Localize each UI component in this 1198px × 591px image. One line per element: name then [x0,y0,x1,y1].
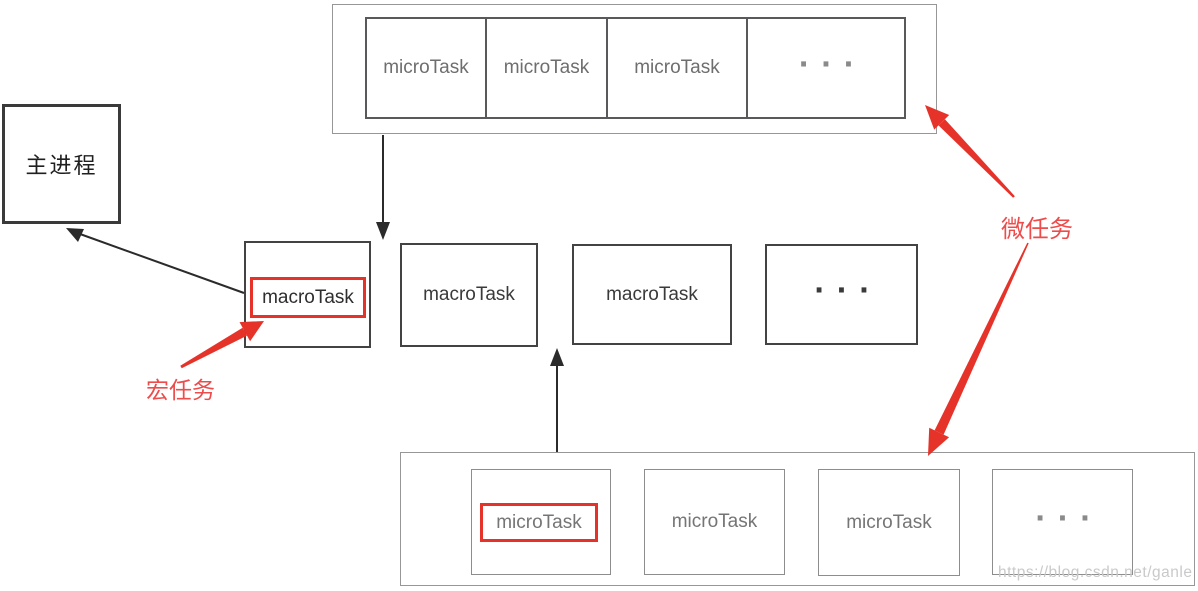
main-process-label: 主进程 [25,153,98,178]
macrotask-box-current: macroTask [244,241,371,348]
microtask-cell-label: microTask [634,57,720,78]
macrotask-highlight-rect: macroTask [250,277,366,318]
microtask-highlight-rect: microTask [480,503,598,542]
ellipsis-label: ... [1035,490,1103,529]
arrow-micro-annotation-bottom-icon [928,242,1029,456]
microtask-cell: microTask [365,17,487,119]
arrow-bottomqueue-to-macrorow-icon [550,348,564,452]
microtask-box-current: microTask [471,469,611,575]
microtask-cell: microTask [606,17,748,119]
macrotask-box: macroTask [400,243,538,347]
microtask-strip: microTask microTask microTask ... [365,17,906,119]
microtask-label: microTask [671,511,758,532]
microtask-queue-bottom: microTask microTask microTask ... [400,452,1195,586]
macrotask-label: macroTask [606,283,698,305]
microtask-cell: microTask [485,17,608,119]
arrow-macrotask-to-mainprocess-icon [66,228,245,294]
microtask-label: microTask [496,511,582,533]
microtask-label: microTask [846,511,932,533]
macrotask-box: macroTask [572,244,732,345]
macro-annotation-label: 宏任务 [146,378,215,404]
microtask-ellipsis-box: ... [992,469,1133,575]
microtask-box: microTask [644,469,785,575]
macrotask-label: macroTask [262,286,354,308]
watermark-url: https://blog.csdn.net/ganle [998,564,1193,581]
microtask-cell-label: microTask [503,57,590,78]
microtask-queue-top: microTask microTask microTask ... [332,4,937,134]
ellipsis-cell: ... [746,17,906,119]
micro-annotation-label: 微任务 [1001,215,1073,243]
arrow-topqueue-to-macrorow-icon [376,135,390,240]
microtask-box: microTask [818,469,960,576]
microtask-cell-label: microTask [383,57,469,78]
arrow-micro-annotation-top-icon [925,105,1015,198]
ellipsis-label: ... [798,36,867,75]
ellipsis-label: ... [814,262,882,301]
macrotask-ellipsis-box: ... [765,244,918,345]
macrotask-label: macroTask [423,284,515,305]
main-process-box: 主进程 [2,104,121,224]
